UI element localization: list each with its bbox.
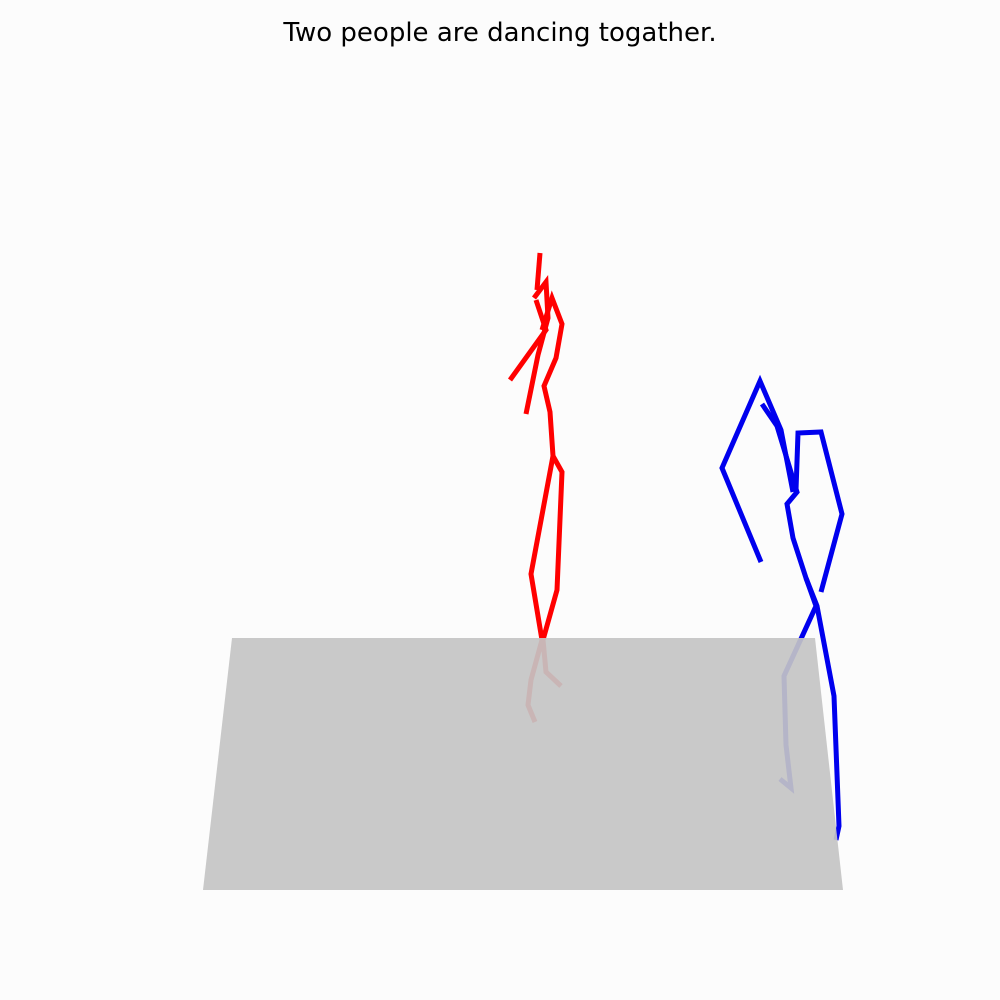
person-blue-limb-0 — [719, 374, 796, 563]
person-red-limb-2 — [507, 299, 549, 382]
person-blue-limb-1 — [759, 402, 842, 841]
person-red-limb-0 — [534, 252, 543, 291]
person-blue-limb-2 — [793, 429, 845, 593]
people-layer — [507, 252, 845, 841]
floor-plane — [203, 638, 843, 890]
caption-title: Two people are dancing togather. — [283, 18, 717, 48]
